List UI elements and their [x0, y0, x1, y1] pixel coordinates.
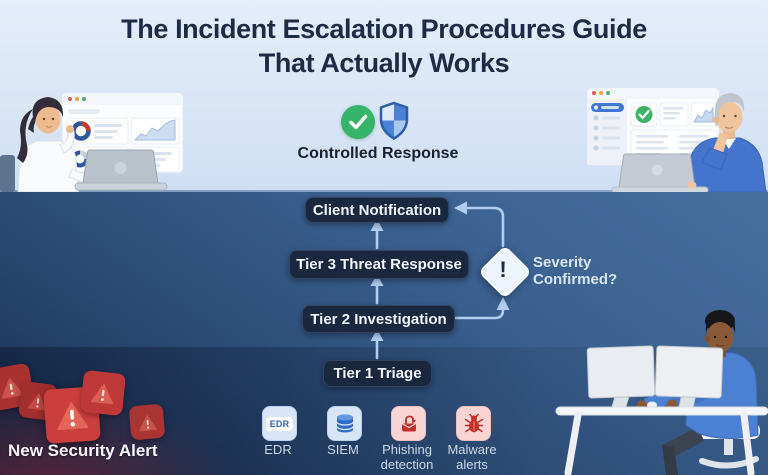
monitor [654, 345, 724, 410]
phishing-hook-icon [401, 415, 416, 431]
malware-alerts-label: Malware alerts [447, 442, 497, 472]
page-title-line2: That Actually Works [258, 48, 510, 78]
decision-exclamation-mark: ! [499, 257, 507, 282]
manager-illustration [586, 87, 767, 192]
shield-icon [379, 101, 409, 140]
flow-node-tier3-threat-response: Tier 3 Threat Response [289, 250, 469, 279]
controlled-response-label: Controlled Response [297, 145, 459, 162]
desk [555, 406, 768, 416]
analyst-illustration [0, 92, 184, 192]
flow-node-client-notification: Client Notification [305, 197, 449, 223]
phishing-detection-label: Phishing detection [380, 442, 434, 472]
flow-node-tier1-triage: Tier 1 Triage [323, 360, 432, 387]
new-security-alert-label: New Security Alert [8, 441, 158, 460]
edr-label: EDR [264, 442, 292, 457]
siem-label: SIEM [327, 442, 359, 457]
warning-triangle-icon [128, 403, 166, 441]
edr-tile: EDR [262, 406, 297, 441]
warning-triangle-icon [43, 386, 101, 444]
page-title-line1: The Incident Escalation Procedures Guide [121, 14, 647, 44]
edr-badge-icon: EDR [265, 416, 294, 431]
warning-triangle-icon [17, 380, 59, 422]
bug-icon [464, 413, 483, 433]
warning-triangle-icon [0, 362, 36, 412]
database-icon [335, 414, 354, 433]
decision-label: Severity Confirmed? [533, 254, 618, 288]
soc-operator-illustration [555, 310, 768, 475]
warning-triangle-icon [79, 369, 127, 417]
chair [0, 155, 15, 192]
phishing-tile [391, 406, 426, 441]
siem-tile [327, 406, 362, 441]
flow-node-tier2-investigation: Tier 2 Investigation [302, 305, 455, 333]
monitor [586, 345, 656, 410]
check-circle-icon [341, 105, 375, 139]
page-title: The Incident Escalation Procedures Guide… [0, 12, 768, 80]
malware-tile [456, 406, 491, 441]
